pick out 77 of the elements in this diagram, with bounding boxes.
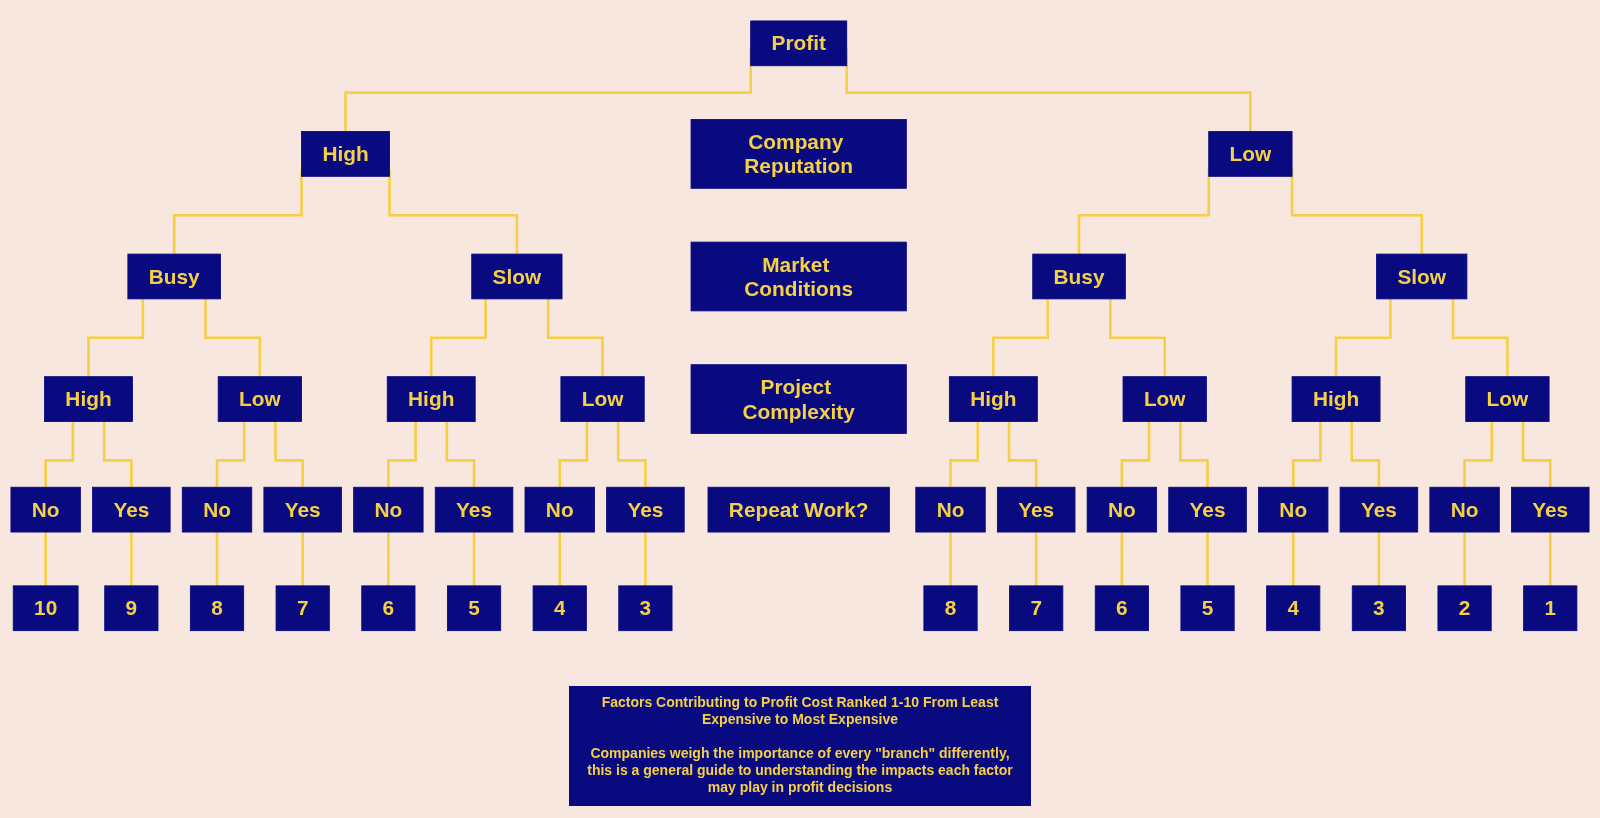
connector [1521, 421, 1552, 489]
node-box: Market Conditions [690, 241, 907, 312]
node-box: 4 [532, 585, 587, 632]
node-box: High [386, 376, 476, 422]
node-box: Low [217, 376, 302, 422]
connector [44, 421, 75, 489]
node-box: Slow [1376, 253, 1468, 300]
connector [992, 298, 1050, 378]
caption: Factors Contributing to Profit Cost Ranked 1-10 From Least Expensive to Most Expensive [600, 694, 1000, 728]
connector [616, 421, 647, 489]
connector [1007, 421, 1038, 489]
node-box: Low [1122, 376, 1207, 422]
node-box: No [10, 486, 81, 533]
node-box: Company Reputation [690, 119, 907, 189]
node-box: Yes [1339, 486, 1419, 533]
node-box: Busy [127, 253, 221, 300]
connector [1334, 298, 1392, 378]
note-text: Companies weigh the importance of every "branch" differently, this is a general guide to understanding the impacts each factor may play in profit decisions [586, 745, 1014, 796]
node-box: Low [1465, 376, 1550, 422]
node-box: No [353, 486, 424, 533]
connector [387, 421, 417, 489]
node-box: Yes [1168, 486, 1247, 533]
node-box: 10 [12, 585, 79, 632]
node-box: Busy [1032, 253, 1126, 300]
node-box: High [1291, 376, 1381, 422]
node-box: 9 [104, 585, 159, 632]
node-box: 5 [1180, 585, 1235, 632]
node-box: High [44, 376, 133, 422]
node-box: Repeat Work? [707, 486, 890, 533]
node-box: Project Complexity [690, 364, 907, 434]
node-box: 8 [923, 585, 978, 632]
node-box: 7 [275, 585, 330, 632]
node-box: Yes [1511, 486, 1590, 533]
node-box: No [1429, 486, 1500, 533]
node-box: 5 [447, 585, 502, 632]
node-box: No [181, 486, 253, 533]
node-box: No [1258, 486, 1329, 533]
connector [1350, 421, 1381, 489]
connector [274, 421, 304, 489]
node-box: Yes [263, 486, 342, 533]
node-box: No [915, 486, 986, 533]
node-box: No [1086, 486, 1158, 533]
connector [1463, 421, 1494, 489]
connector [102, 421, 133, 489]
node-box: Low [1208, 131, 1293, 177]
connector [204, 298, 262, 378]
node-box: Slow [471, 253, 563, 300]
node-box: 3 [618, 585, 673, 632]
connector [949, 421, 979, 489]
node-box: 4 [1266, 585, 1321, 632]
connector [87, 298, 145, 378]
connector [445, 421, 476, 489]
node-box: 3 [1351, 585, 1406, 632]
connector [1109, 298, 1166, 378]
node-box: High [301, 131, 390, 177]
node-box: Yes [606, 486, 685, 533]
node-box: 6 [361, 585, 416, 632]
connector [1179, 421, 1209, 489]
connector [215, 421, 246, 489]
connector [546, 298, 604, 378]
node-box: 2 [1437, 585, 1492, 632]
connector [1451, 298, 1509, 378]
node-box: 1 [1523, 585, 1578, 632]
connector [558, 421, 589, 489]
node-box: Yes [434, 486, 514, 533]
connector [1291, 421, 1322, 489]
node-box: 7 [1009, 585, 1064, 632]
connector [1120, 421, 1151, 489]
connector [429, 298, 487, 378]
node-box: No [524, 486, 595, 533]
node-box: High [948, 376, 1038, 422]
node-box: 8 [189, 585, 245, 632]
node-box: Profit [750, 20, 848, 67]
node-box: Low [560, 376, 645, 422]
node-box: Yes [996, 486, 1076, 533]
node-box: 6 [1094, 585, 1149, 632]
node-box: Yes [92, 486, 171, 533]
